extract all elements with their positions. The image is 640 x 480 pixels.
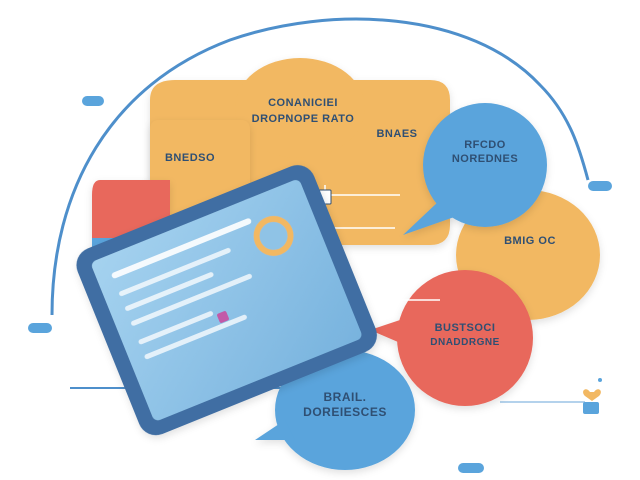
screen-bar-1	[111, 218, 252, 279]
blue-top-right-bubble	[403, 103, 547, 235]
red-bottom-right-bubble	[370, 270, 533, 406]
screen-bar-2	[119, 247, 231, 297]
blue-bottom-bubble	[255, 350, 415, 470]
tag-bottom-right	[583, 402, 599, 414]
red-bottom-right-title-1: BUSTSOCI	[434, 322, 496, 334]
orange-right-title: BMIG OC	[504, 235, 556, 247]
screen-bar-5	[138, 311, 214, 345]
blue-bottom-title-1: BRAIL.	[323, 390, 367, 404]
left-orange-title: BNEDSO	[164, 152, 216, 164]
screen-bar-6	[144, 314, 247, 360]
small-blue-dot	[598, 378, 602, 382]
stylus-dot	[217, 311, 229, 323]
screen-bar-4	[131, 273, 252, 326]
blue-top-right-title-2: NOREDNES	[451, 153, 519, 165]
heart-icon	[583, 389, 601, 401]
blue-top-right-title-1: RFCDO	[464, 139, 506, 151]
tag-bottom	[458, 463, 484, 473]
tag-top-left	[82, 96, 104, 106]
top-orange-side-label: BNAES	[376, 128, 418, 140]
tag-left-mid	[28, 323, 52, 333]
screen-bar-3	[125, 272, 214, 311]
top-orange-title-2: DROPNOPE RATO	[251, 113, 355, 125]
tag-right-top	[588, 181, 612, 191]
orange-left-bubble	[150, 120, 250, 215]
background-arc	[50, 17, 590, 316]
top-orange-title-1: CONANICIEI	[268, 97, 338, 109]
red-bottom-right-title-2: DNADDRGNE	[430, 337, 500, 348]
blue-bottom-title-2: DOREIESCES	[303, 405, 387, 419]
tablet-device	[76, 165, 377, 436]
